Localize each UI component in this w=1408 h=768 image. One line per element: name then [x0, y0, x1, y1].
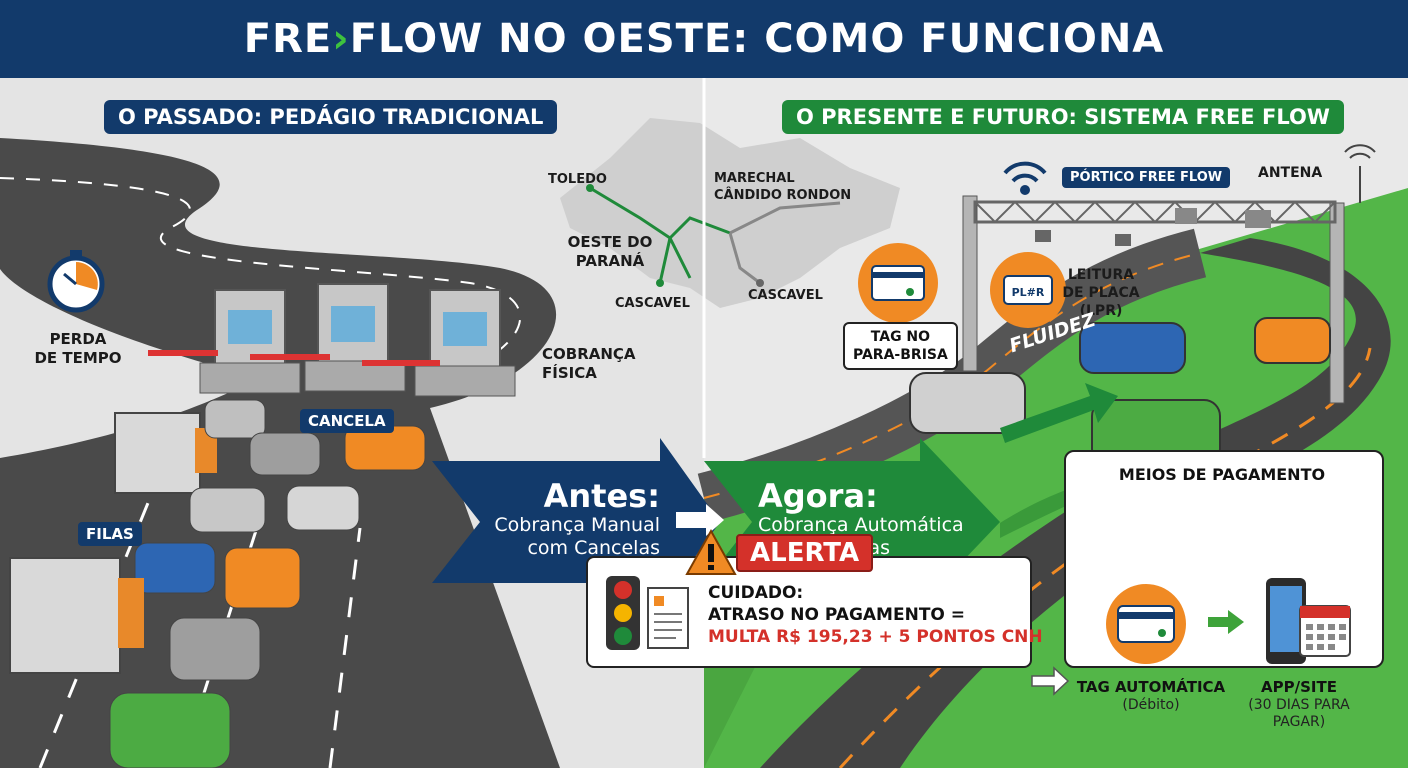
traffic-queue: [9, 399, 426, 768]
illustration-stage: [0, 78, 1408, 768]
right-upper-lane: [703, 252, 1201, 499]
alert-line-1: CUIDADO:: [708, 583, 804, 603]
title-part-2: FLOW NO OESTE: COMO FUNCIONA: [349, 16, 1165, 62]
parana-map: [560, 118, 900, 308]
antena-label: ANTENA: [1258, 165, 1323, 181]
antes-title: Antes:: [543, 477, 660, 515]
map-dot-toledo: [586, 184, 594, 192]
page-title: FRE›FLOW NO OESTE: COMO FUNCIONA: [244, 16, 1165, 62]
cobranca-fisica-label: COBRANÇA FÍSICA: [542, 345, 636, 382]
barrier-gates: [148, 350, 440, 366]
cancela-tag: CANCELA: [300, 409, 394, 433]
phone-calendar-icon: [1266, 578, 1351, 664]
map-toledo: TOLEDO: [548, 172, 607, 187]
antes-subtitle: Cobrança Manual com Cancelas: [494, 514, 660, 559]
agora-title: Agora:: [758, 477, 878, 515]
windshield-tag-icon: [858, 243, 938, 323]
right-cars: [909, 317, 1331, 466]
map-dot-cascavel-right: [756, 279, 764, 287]
toll-booths: [199, 283, 516, 397]
map-dot-cascavel: [656, 279, 664, 287]
warning-icon: [685, 528, 737, 575]
left-section-title: O PASSADO: PEDÁGIO TRADICIONAL: [104, 100, 558, 134]
map-road-gray: [728, 201, 841, 285]
illustration-svg: [0, 78, 1408, 768]
left-road-lane: [0, 177, 521, 384]
map-road-green-2: [658, 237, 692, 284]
portico-tag: PÓRTICO FREE FLOW: [1062, 167, 1231, 188]
wifi-icon: [1003, 161, 1047, 195]
alert-line-2: ATRASO NO PAGAMENTO =: [708, 605, 966, 625]
payment-arrow-icon: [1208, 610, 1244, 634]
payment-title: MEIOS DE PAGAMENTO: [1118, 465, 1326, 484]
perda-tempo-label: PERDA DE TEMPO: [34, 330, 122, 367]
map-cascavel-right: CASCAVEL: [748, 288, 823, 303]
fluidez-arrow: [1000, 383, 1118, 443]
map-marechal: MARECHAL CÂNDIDO RONDON: [714, 171, 852, 203]
map-oeste: OESTE DO PARANÁ: [567, 233, 653, 270]
tag-card-icon: [1106, 584, 1186, 664]
leitura-placa-label: LEITURA DE PLACA (LPR): [1062, 267, 1140, 319]
filas-tag: FILAS: [78, 522, 142, 546]
alert-label: ALERTA: [736, 534, 874, 572]
right-section-title: O PRESENTE E FUTURO: SISTEMA FREE FLOW: [782, 100, 1344, 134]
plate-reader-icon: [990, 252, 1066, 328]
antes-text-block: Antes: Cobrança Manual com Cancelas: [484, 478, 660, 560]
tag-automatica-label: TAG AUTOMÁTICA: [1076, 678, 1226, 696]
map-cascavel-left: CASCAVEL: [615, 296, 690, 311]
alert-to-payment-arrow-icon: [1031, 666, 1070, 696]
title-part-1: FRE: [243, 16, 333, 62]
app-30-dias-label: (30 DIAS PARA PAGAR): [1248, 697, 1350, 730]
traffic-light-document-icon: [606, 576, 689, 650]
center-small-arrow: [676, 504, 724, 536]
stopwatch-icon: [47, 250, 105, 313]
tag-bubble: TAG NO PARA-BRISA: [843, 322, 958, 370]
free-flow-gantry: [962, 195, 1345, 404]
alert-line-3: MULTA R$ 195,23 + 5 PONTOS CNH: [708, 627, 1043, 647]
tag-debito-label: (Débito): [1122, 697, 1180, 713]
title-arrow-icon: ›: [332, 16, 350, 62]
app-site-label: APP/SITE: [1261, 678, 1337, 696]
plate-text: PL#R: [1011, 286, 1045, 299]
antenna-icon: [1344, 144, 1376, 203]
header-banner: FRE›FLOW NO OESTE: COMO FUNCIONA: [0, 0, 1408, 78]
